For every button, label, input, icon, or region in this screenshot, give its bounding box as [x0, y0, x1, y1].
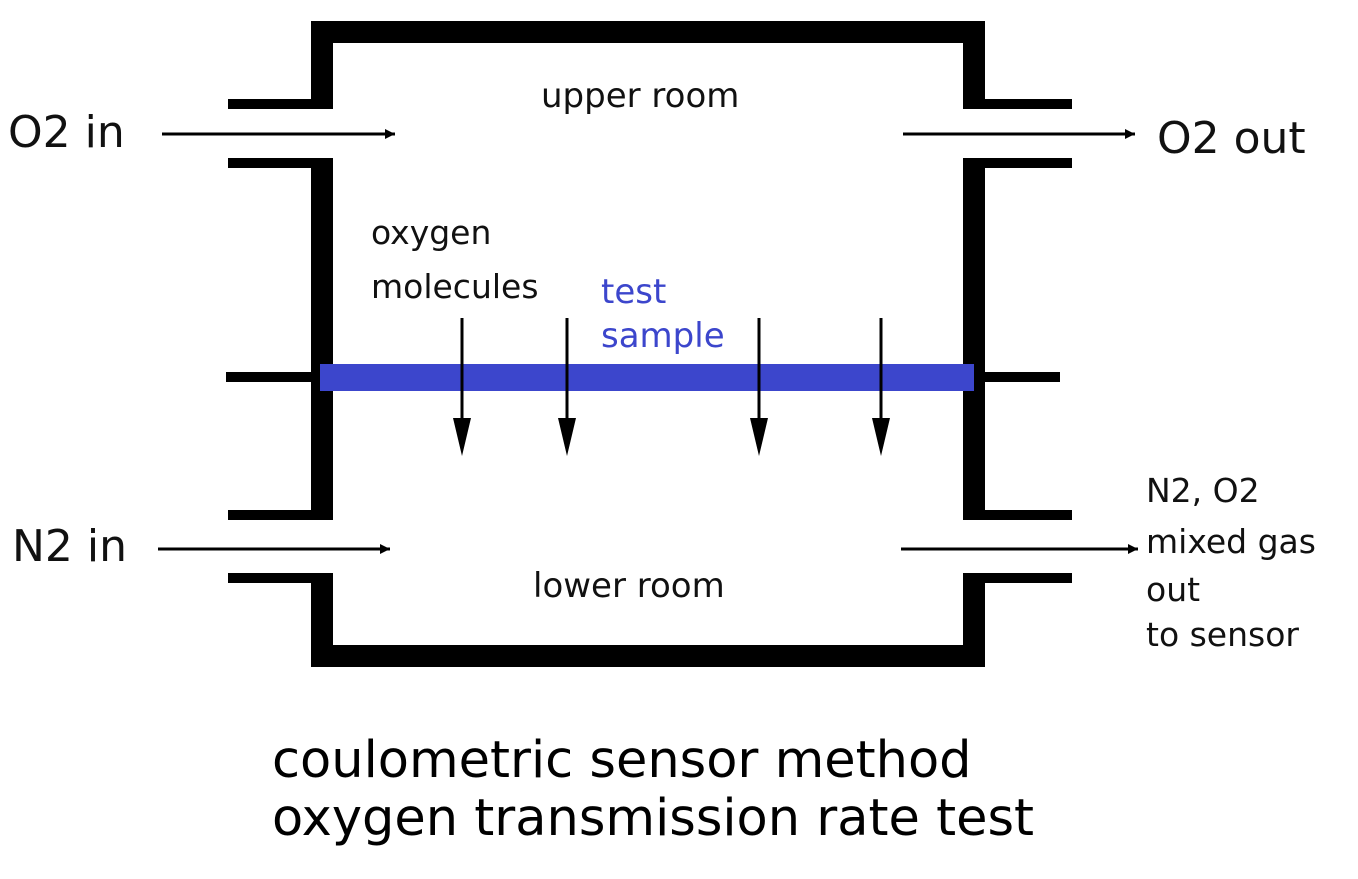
oxygen-molecules-label: oxygen molecules	[371, 213, 539, 306]
flow-arrows	[158, 129, 1138, 554]
mixed-gas-out-line: out	[1146, 570, 1200, 609]
caption-line: oxygen transmission rate test	[272, 789, 1035, 848]
lower-room-wall	[311, 578, 985, 667]
lower-room-label: lower room	[533, 566, 725, 606]
test-sample-label: test sample	[601, 272, 725, 356]
mixed-gas-out-label: N2, O2 mixed gas out to sensor	[1146, 471, 1326, 654]
permeation-arrow	[453, 318, 471, 456]
diagram-caption: coulometric sensor method oxygen transmi…	[272, 732, 1034, 848]
mixed-gas-out-line: mixed gas	[1146, 522, 1316, 561]
chamber-walls	[311, 21, 985, 667]
permeation-arrow	[872, 318, 890, 456]
o2-out-label: O2 out	[1157, 113, 1306, 164]
oxygen-molecules-line: molecules	[371, 267, 539, 306]
upper-room-label: upper room	[541, 76, 739, 116]
upper-room-wall	[311, 21, 985, 100]
mixed-gas-out-line: N2, O2	[1146, 471, 1260, 510]
caption-line: coulometric sensor method	[272, 731, 972, 790]
permeation-arrow	[750, 318, 768, 456]
test-sample-line: test	[601, 272, 666, 312]
port-flanges	[226, 99, 1072, 583]
permeation-arrows	[453, 318, 890, 456]
n2-in-label: N2 in	[12, 521, 127, 572]
o2-in-label: O2 in	[8, 107, 125, 158]
permeation-arrow	[558, 318, 576, 456]
test-sample-line: sample	[601, 316, 725, 356]
mixed-gas-out-line: to sensor	[1146, 615, 1299, 654]
test-sample-membrane	[320, 364, 974, 391]
oxygen-molecules-line: oxygen	[371, 213, 491, 252]
